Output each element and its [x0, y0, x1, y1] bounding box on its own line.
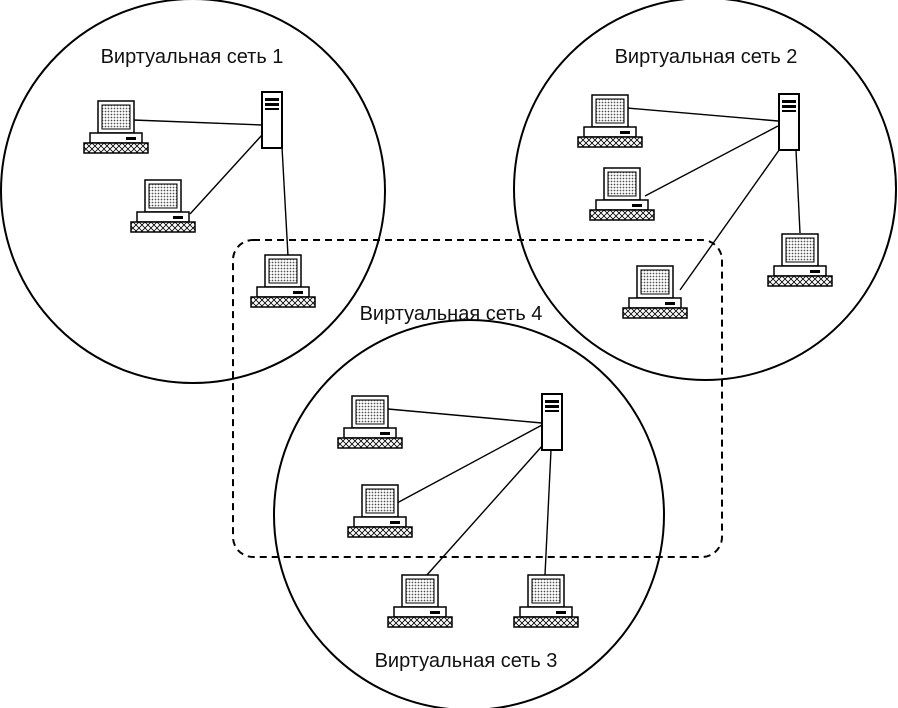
server-tower-icon — [541, 393, 563, 451]
server-tower-icon — [778, 93, 800, 151]
virtual-network-3-label: Виртуальная сеть 3 — [375, 650, 558, 672]
desktop-computer-icon — [130, 179, 196, 233]
desktop-computer-icon — [767, 233, 833, 287]
desktop-computer-icon — [513, 574, 579, 628]
connection-lines — [132, 107, 801, 577]
server-tower-icon — [261, 91, 283, 149]
desktop-computer-icon — [577, 94, 643, 148]
link-n3-pc1 — [387, 408, 543, 424]
desktop-computer-icon — [337, 395, 403, 449]
virtual-network-1-circle — [0, 0, 386, 384]
link-n2-pc1 — [626, 107, 779, 122]
link-n3-pc2 — [396, 424, 543, 504]
virtual-network-2-circle — [513, 0, 897, 381]
link-n1-pc4 — [281, 146, 289, 257]
desktop-computer-icon — [250, 254, 316, 308]
desktop-computer-icon — [589, 167, 655, 221]
desktop-computer-icon — [387, 574, 453, 628]
link-n2-pc3 — [679, 145, 783, 291]
desktop-computer-icon — [347, 484, 413, 538]
link-n2-pc2 — [644, 125, 779, 197]
desktop-computer-icon — [83, 100, 149, 154]
virtual-network-4-label: Виртуальная сеть 4 — [360, 303, 543, 325]
virtual-network-1-label: Виртуальная сеть 1 — [101, 46, 284, 68]
virtual-network-2-label: Виртуальная сеть 2 — [615, 46, 798, 68]
virtual-network-3-circle — [273, 319, 665, 708]
virtual-network-4-boundary — [232, 239, 723, 558]
desktop-computer-icon — [622, 265, 688, 319]
link-n1-pc1 — [132, 119, 263, 126]
link-n3-pc4 — [544, 449, 552, 576]
link-n3-pc3 — [425, 444, 544, 577]
link-n2-pc4 — [795, 149, 801, 234]
link-n1-pc2 — [189, 134, 263, 215]
